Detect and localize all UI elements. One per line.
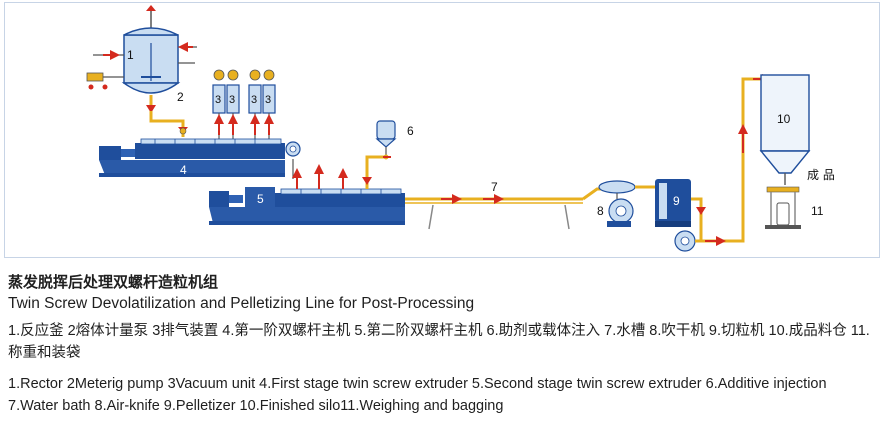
label-4: 4 (180, 163, 187, 177)
label-8: 8 (597, 204, 604, 218)
legend-english: 1.Rector 2Meterig pump 3Vacuum unit 4.Fi… (8, 376, 827, 414)
label-9: 9 (673, 194, 680, 208)
label-3d: 3 (265, 94, 271, 106)
label-3c: 3 (251, 94, 257, 106)
melt-pump-pipe (149, 111, 188, 137)
label-1: 1 (127, 48, 134, 62)
reactor (86, 5, 197, 113)
first-stage-extruder (99, 138, 301, 179)
finished-silo (759, 74, 811, 185)
label-3a: 3 (215, 94, 221, 106)
label-3b: 3 (229, 94, 235, 106)
weighing-bagging (765, 186, 801, 229)
title-english: Twin Screw Devolatilization and Pelletiz… (8, 295, 475, 312)
label-11: 11 (811, 204, 824, 218)
vacuum-units (212, 69, 276, 141)
process-diagram: 1 2 3 3 3 3 (86, 5, 835, 252)
legend-chinese: 1.反应釜 2熔体计量泵 3排气装置 4.第一阶双螺杆主机 5.第二阶双螺杆主机… (8, 323, 870, 361)
label-7: 7 (491, 180, 498, 194)
air-knife (598, 180, 655, 227)
water-bath (405, 187, 611, 230)
second-stage-extruder (209, 164, 405, 225)
label-product: 成 品 (807, 168, 835, 182)
title-chinese: 蒸发脱挥后处理双螺杆造粒机组 (8, 274, 219, 291)
label-2: 2 (177, 90, 184, 104)
pelletizer (655, 179, 706, 227)
label-6: 6 (407, 124, 414, 138)
label-10: 10 (777, 112, 791, 126)
label-5: 5 (257, 192, 264, 206)
process-diagram-panel: 1 2 3 3 3 3 (4, 2, 880, 258)
conveying-blower (674, 215, 735, 252)
additive-injection (362, 120, 397, 189)
